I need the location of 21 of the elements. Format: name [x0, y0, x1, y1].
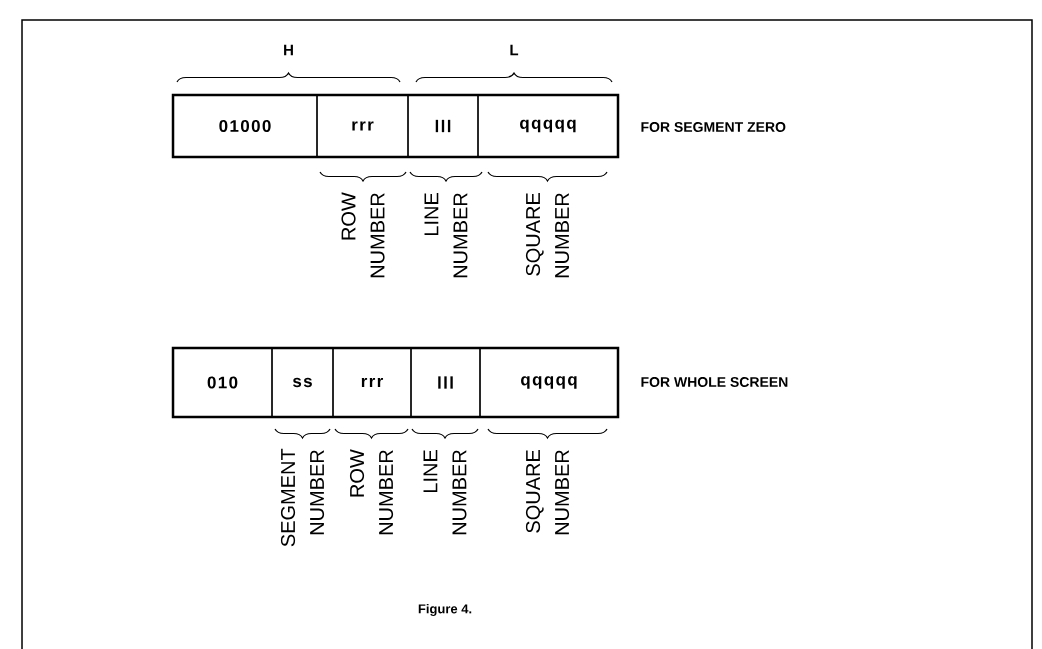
register-field: 010 — [172, 347, 273, 418]
register-field: 01000 — [172, 94, 318, 158]
field-label: ROW NUMBER — [341, 192, 385, 278]
row-caption: FOR WHOLE SCREEN — [641, 377, 788, 387]
register-field: qqqqq — [477, 94, 619, 158]
register-field: lll — [407, 94, 479, 158]
register-field: qqqqq — [479, 347, 619, 418]
figure-caption: Figure 4. — [418, 603, 472, 617]
register-field: lll — [410, 347, 481, 418]
field-label: ROW NUMBER — [349, 449, 394, 535]
register-field: ss — [271, 347, 334, 418]
field-label: SQUARE NUMBER — [525, 193, 570, 278]
field-label: LINE NUMBER — [423, 450, 467, 535]
register-field: rrr — [332, 347, 412, 418]
field-label: H — [284, 44, 293, 56]
row-caption: FOR SEGMENT ZERO — [641, 122, 786, 132]
field-label: L — [510, 44, 519, 56]
field-label: SEGMENT NUMBER — [280, 448, 325, 547]
field-label: LINE NUMBER — [424, 193, 468, 278]
field-label: SQUARE NUMBER — [525, 450, 570, 535]
register-field: rrr — [316, 94, 409, 158]
